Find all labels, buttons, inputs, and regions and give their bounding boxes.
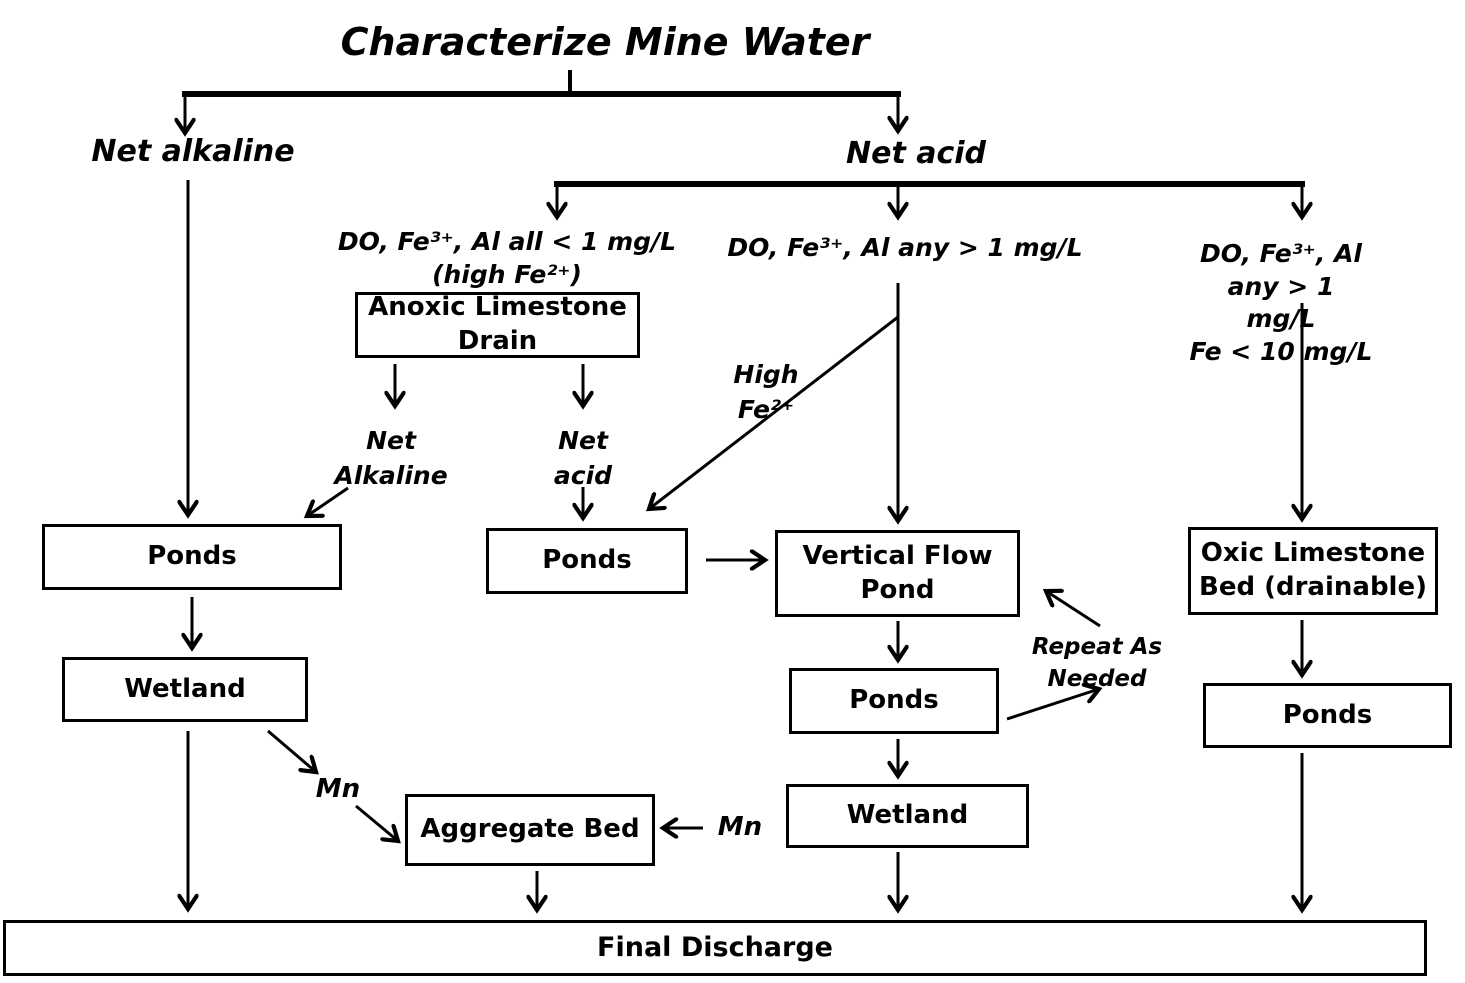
branch-net-alkaline: Net alkaline: [91, 134, 295, 169]
box-vertical-flow-pond: Vertical Flow Pond: [775, 530, 1020, 617]
box-wetland-left: Wetland: [62, 657, 308, 722]
arrow-high-fe-diagonal: [649, 315, 899, 509]
arrow-mn-to-aggregate-diagonal: [355, 804, 398, 841]
label-mn-mid: Mn: [717, 812, 763, 842]
label-high-fe: High Fe²⁺: [733, 360, 799, 424]
condition-anoxic: DO, Fe³⁺, Al all < 1 mg/L (high Fe²⁺): [337, 227, 677, 289]
box-anoxic-limestone-drain: Anoxic Limestone Drain: [355, 292, 640, 358]
box-ponds-left: Ponds: [42, 524, 342, 590]
label-net-acid: Net acid: [553, 426, 613, 490]
diagram-title: Characterize Mine Water: [340, 20, 870, 64]
label-net-alkaline: Net Alkaline: [334, 426, 448, 490]
arrow-net-alkaline-label-to-ponds: [307, 486, 349, 516]
arrow-repeat-to-vfp: [1046, 591, 1101, 628]
box-ponds-right: Ponds: [1203, 683, 1452, 748]
branch-net-acid: Net acid: [845, 136, 987, 171]
condition-oxic: DO, Fe³⁺, Al any > 1 mg/L Fe < 10 mg/L: [1189, 239, 1373, 366]
box-ponds-mid: Ponds: [486, 528, 688, 594]
condition-vertical-flow: DO, Fe³⁺, Al any > 1 mg/L: [727, 233, 1083, 262]
box-wetland-mid: Wetland: [786, 784, 1029, 848]
box-oxic-limestone-bed: Oxic Limestone Bed (drainable): [1188, 527, 1438, 615]
box-aggregate-bed: Aggregate Bed: [405, 794, 655, 866]
label-mn-left: Mn: [315, 774, 361, 804]
arrow-wetland-to-mn-diagonal: [267, 729, 316, 772]
box-ponds-mid-lower: Ponds: [789, 668, 999, 734]
box-final-discharge: Final Discharge: [3, 920, 1427, 976]
arrow-ponds-to-repeat: [1006, 689, 1099, 721]
label-repeat-as-needed: Repeat As Needed: [1031, 634, 1163, 693]
